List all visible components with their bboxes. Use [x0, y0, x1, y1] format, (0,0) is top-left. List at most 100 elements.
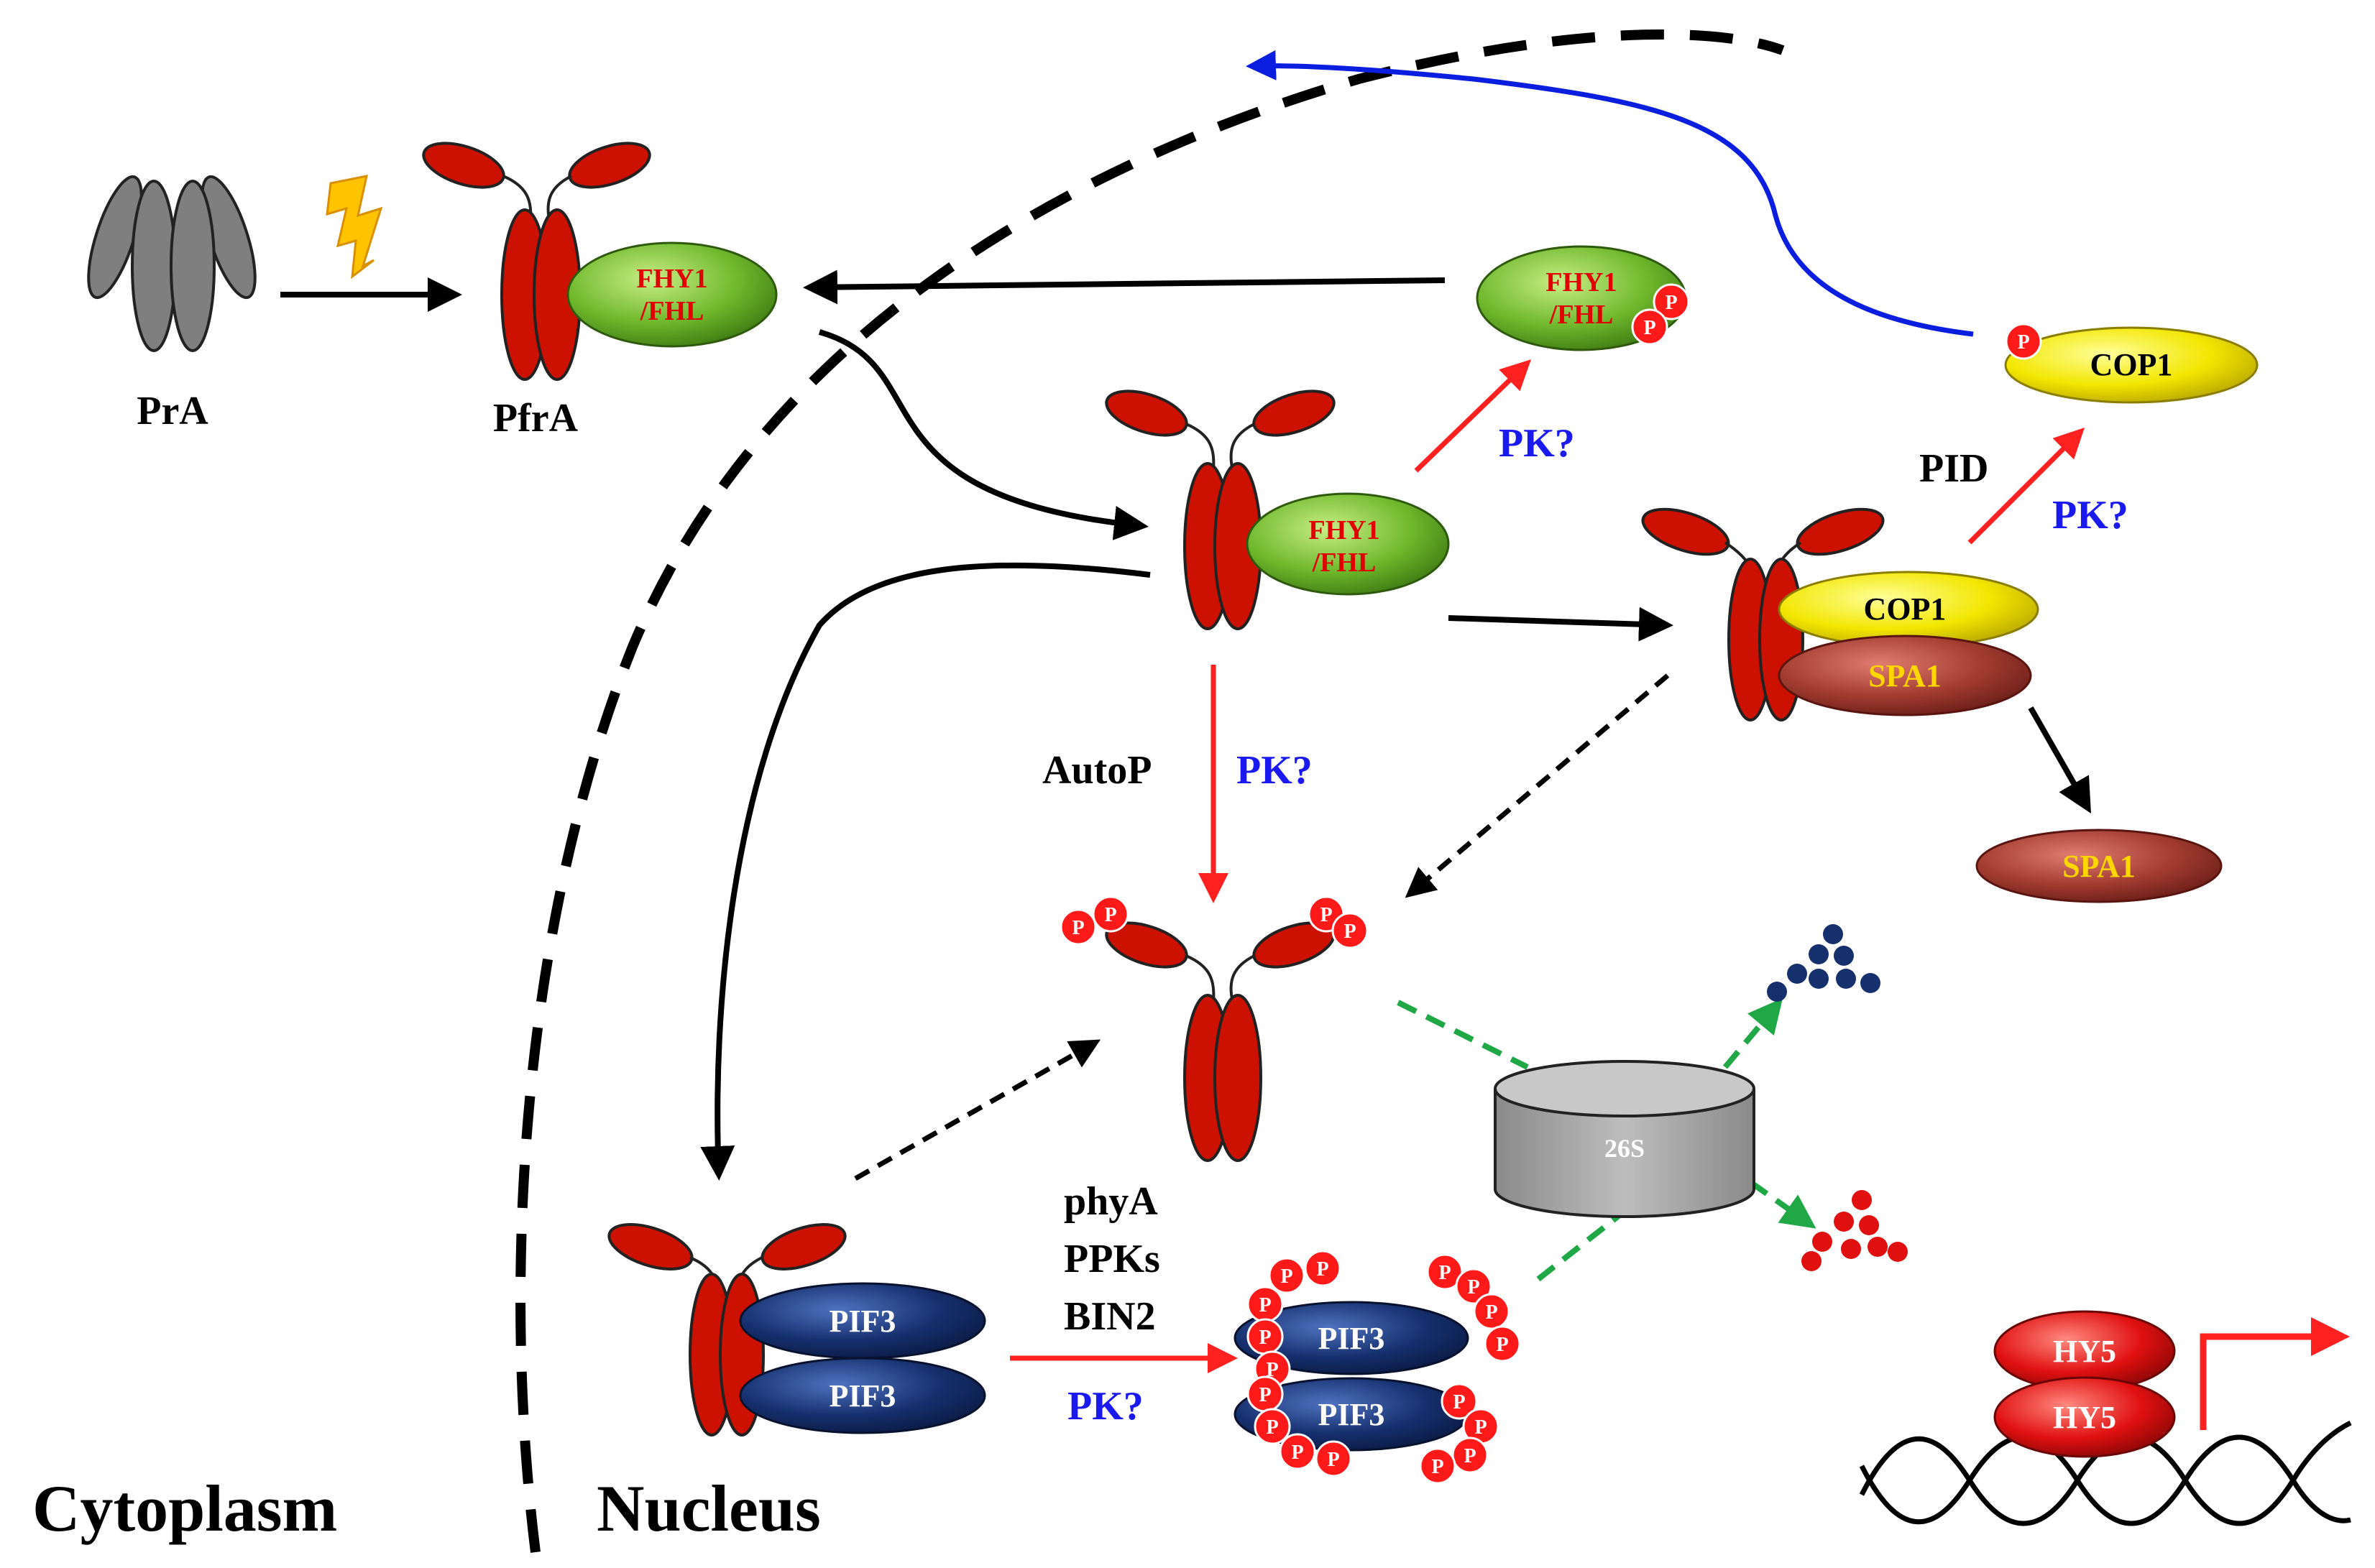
fhy1-label-line1: FHY1: [636, 264, 707, 294]
fhy1-label-line2: /FHL: [640, 296, 704, 326]
fhy1-nuclear-protein: [1246, 492, 1450, 596]
fhy1-release-arrow: [803, 269, 1446, 305]
red-light-icon: [326, 175, 383, 280]
phospho-pif3-label: P: [1467, 1276, 1479, 1299]
phospho-pif3-label: P: [1259, 1384, 1271, 1406]
pif3-phospho-label-lower: PIF3: [1318, 1397, 1385, 1432]
pk-label-fhy1: PK?: [1499, 421, 1575, 466]
pif3-label-lower: PIF3: [830, 1378, 896, 1413]
pk-label-cop1: PK?: [2052, 493, 2128, 538]
pif3-protein-lower: [739, 1357, 986, 1434]
phospho-pif3-circle: [1315, 1440, 1352, 1477]
cop1-complex-arrow: [1448, 607, 1673, 642]
degradation-output-arrow: [1748, 1179, 1816, 1229]
phospho-pif3-circle: [1473, 1293, 1510, 1330]
cop1-phosphorylated-protein: [2004, 326, 2259, 404]
pif3-phospho-label-upper: PIF3: [1318, 1321, 1385, 1356]
cop1-export-arrow: [1246, 50, 1974, 337]
hy5-protein-lower: [1993, 1376, 2176, 1458]
phospho-fhy1-label: P: [1643, 317, 1655, 339]
phospho-pif3-circle: [1484, 1325, 1521, 1362]
degradation-input-arrow: [1397, 1000, 1529, 1070]
proteasome-label: 26S: [1604, 1134, 1645, 1163]
fhy1-phospho-label-line1: FHY1: [1545, 267, 1617, 298]
fhy1-nuclear-label-line1: FHY1: [1308, 515, 1379, 545]
complex-to-phospho-arrow: [1405, 673, 1670, 898]
kinase-label-bin2: BIN2: [1064, 1294, 1156, 1339]
phospho-cop1-circle: [2005, 323, 2042, 360]
cytoplasm-label: Cytoplasm: [32, 1472, 337, 1545]
pk-label-pif3: PK?: [1067, 1384, 1144, 1429]
proteasome-26s: [1494, 1060, 1755, 1218]
cop1-phospho-label: COP1: [2090, 347, 2173, 382]
pif3-binding-arrow: [700, 562, 1151, 1181]
spa1-complex-label: SPA1: [1868, 658, 1942, 693]
cop1-phospho-arrow: [1967, 428, 2085, 545]
phospho-pif3-label: P: [1496, 1334, 1508, 1356]
phospho-phya-circle: [1331, 912, 1369, 949]
phospho-pif3-label: P: [1438, 1262, 1451, 1284]
phospho-pif3-label: P: [1474, 1416, 1487, 1439]
kinase-label-phya: phyA: [1064, 1179, 1158, 1224]
kinase-label-ppks: PPKs: [1064, 1237, 1160, 1281]
pfra-phytochrome: [422, 142, 651, 381]
phospho-phya-circle: [1092, 895, 1129, 933]
phospho-pif3-circle: [1254, 1408, 1291, 1445]
phospho-pif3-label: P: [1431, 1456, 1443, 1478]
phospho-phya-label: P: [1343, 921, 1356, 943]
phospho-fhy1-circle: [1653, 283, 1690, 320]
nucleus-label: Nucleus: [597, 1472, 821, 1545]
spa1-complex-protein: [1778, 635, 2032, 716]
nuclear-envelope: [515, 29, 1785, 1553]
pif3-to-phospho-arrow: [854, 1039, 1101, 1181]
hy5-label-upper: HY5: [2053, 1334, 2116, 1369]
phospho-pif3-label: P: [1464, 1445, 1476, 1467]
pk-label-autop: PK?: [1236, 748, 1313, 793]
degraded-phya-fragments: [1801, 1190, 1908, 1271]
pra-label: PrA: [137, 389, 208, 433]
phospho-pif3-circle: [1441, 1383, 1478, 1420]
phospho-phya-label: P: [1104, 904, 1116, 926]
degradation-output-arrow: [1722, 997, 1783, 1069]
phospho-pif3-label: P: [1327, 1449, 1339, 1471]
fhy1-phospho-arrow: [1414, 359, 1532, 473]
pif3-label-upper: PIF3: [830, 1304, 896, 1339]
pid-label: PID: [1919, 446, 1988, 491]
nuclear-import-arrow: [818, 329, 1149, 540]
pfra-label: PfrA: [493, 396, 579, 441]
phospho-pif3-label: P: [1291, 1442, 1303, 1464]
pra-phytochrome: [87, 175, 257, 352]
phospho-pif3-label: P: [1259, 1327, 1271, 1349]
nuclear-phya: [1105, 389, 1336, 630]
phospho-pif3-circle: [1426, 1253, 1464, 1291]
hy5-label-lower: HY5: [2053, 1400, 2116, 1435]
phospho-phya-label: P: [1320, 904, 1332, 926]
phospho-pif3-label: P: [1453, 1391, 1465, 1413]
autop-label: AutoP: [1042, 748, 1152, 793]
phosphorylated-phya: [1105, 921, 1336, 1162]
phospho-pif3-label: P: [1259, 1294, 1271, 1316]
cop1-complex-label: COP1: [1864, 591, 1947, 627]
degradation-input-arrow: [1536, 1183, 1659, 1282]
phospho-pif3-label: P: [1266, 1416, 1278, 1439]
fhy1-phospho-label-line2: /FHL: [1549, 300, 1614, 330]
phospho-pif3-circle: [1304, 1250, 1341, 1287]
phospho-pif3-circle: [1268, 1257, 1305, 1294]
spa1-release-arrow: [2028, 706, 2091, 813]
phospho-phya-circle: [1060, 908, 1097, 946]
fhy1-nuclear-label-line2: /FHL: [1312, 548, 1377, 578]
phospho-fhy1-circle: [1631, 308, 1668, 346]
phospho-pif3-label: P: [1280, 1265, 1292, 1288]
phospho-pif3-label: P: [1316, 1258, 1328, 1281]
fhy1-protein: [566, 241, 778, 348]
transcription-start-arrow: [2200, 1317, 2350, 1430]
spa1-free-label: SPA1: [2062, 849, 2136, 884]
degraded-pif3-fragments: [1767, 924, 1880, 1002]
phospho-cop1-label: P: [2017, 331, 2029, 354]
phospho-pif3-circle: [1451, 1436, 1489, 1474]
phospho-fhy1-label: P: [1665, 292, 1677, 314]
pif3-phospho-upper: [1234, 1301, 1469, 1375]
phospho-phya-label: P: [1072, 917, 1084, 939]
phospho-pif3-circle: [1419, 1447, 1456, 1485]
